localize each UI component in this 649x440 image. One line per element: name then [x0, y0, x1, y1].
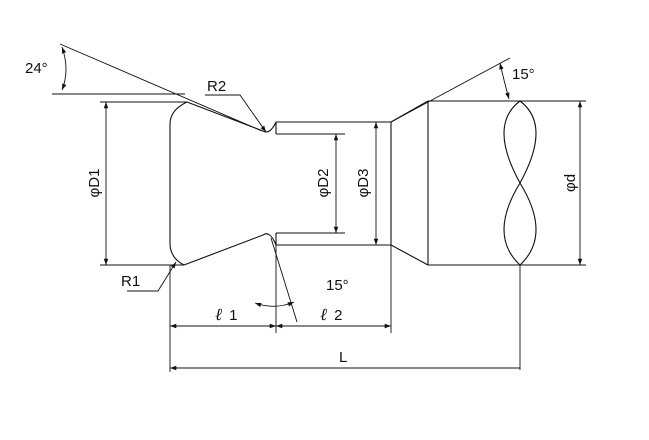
bottom-chamfer-line [390, 244, 429, 266]
angle-24-label: 24° [25, 60, 48, 77]
l2-label: ℓ 2 [320, 305, 342, 324]
d-label: φd [562, 174, 579, 192]
break-line-left [503, 100, 521, 266]
l2-number: 2 [334, 307, 342, 324]
dimension-lines [61, 46, 583, 371]
angle-15-top-label: 15° [512, 66, 535, 83]
L-label: L [339, 349, 347, 366]
angle-15-bottom-label: 15° [326, 277, 349, 294]
l1-number: 1 [229, 307, 237, 324]
angle-15-bottom-arc [254, 301, 295, 308]
d1-label: φD1 [86, 169, 103, 198]
l1-symbol: ℓ [215, 305, 222, 324]
bottom-r2-fillet [262, 233, 277, 246]
d3-label: φD3 [355, 169, 372, 198]
bottom-flank-line [183, 234, 264, 266]
d2-label: φD2 [315, 169, 332, 198]
r1-leader [127, 261, 177, 292]
left-end-face [169, 101, 188, 266]
break-line-right [519, 100, 537, 266]
angle-15-top-arc [499, 62, 510, 100]
part-outline [169, 100, 537, 266]
angle-24-arc [61, 46, 67, 91]
l2-symbol: ℓ [320, 305, 327, 324]
r2-label: R2 [207, 78, 226, 95]
extension-lines [52, 43, 586, 372]
r1-label: R1 [121, 273, 140, 290]
l1-label: ℓ 1 [215, 305, 237, 324]
r2-leader [205, 94, 267, 133]
